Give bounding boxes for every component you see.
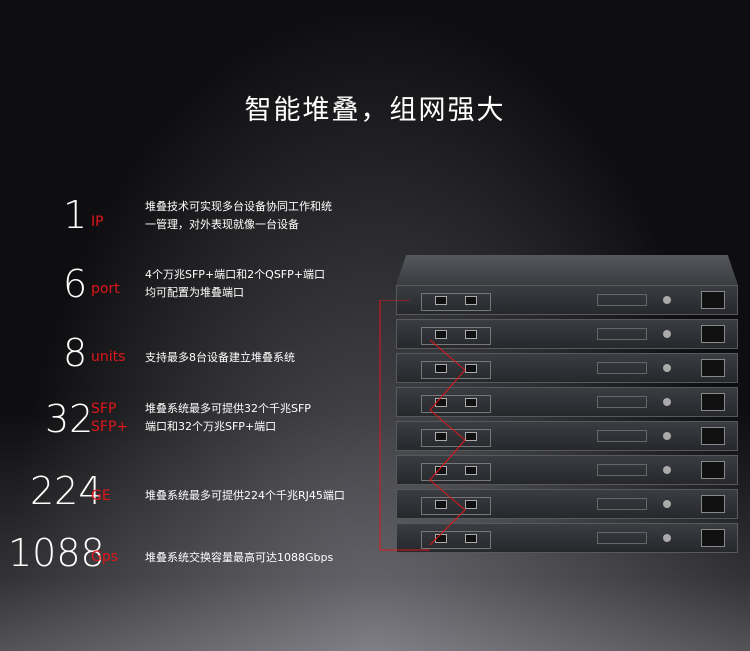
stat-number-ip: 1 [63,193,88,237]
stat-number-port: 6 [63,262,88,306]
switch-unit-1 [396,285,738,315]
stat-number-units: 8 [63,331,88,375]
page-title: 智能堆叠，组网强大 [244,95,506,126]
stat-unit-units: units [91,349,126,365]
switch-unit-3 [396,353,738,383]
switch-unit-6 [396,455,738,485]
switch-unit-4 [396,387,738,417]
switch-unit-8 [396,523,738,553]
switch-unit-5 [396,421,738,451]
stat-unit-gbps: Gps [91,549,119,565]
stat-desc-sfp: 堆叠系统最多可提供32个千兆SFP端口和32个万兆SFP+端口 [145,402,311,433]
switch-unit-7 [396,489,738,519]
stat-number-sfp: 32 [45,397,94,441]
switch-top-cover [396,255,738,285]
stat-unit-ge: GE [91,488,111,504]
stat-unit-ip: IP [91,214,104,230]
switch-stack-image [396,255,738,555]
stat-desc-units: 支持最多8台设备建立堆叠系统 [145,351,295,364]
switch-unit-2 [396,319,738,349]
stat-desc-port: 4个万兆SFP+端口和2个QSFP+端口均可配置为堆叠端口 [145,268,325,299]
stat-desc-ge: 堆叠系统最多可提供224个千兆RJ45端口 [145,489,345,502]
stat-number-gbps: 1088 [8,531,105,575]
stat-unit-port: port [91,281,120,297]
stack-cables [379,300,466,551]
stat-desc-ip: 堆叠技术可实现多台设备协同工作和统一管理，对外表现就像一台设备 [145,200,332,231]
stat-desc-gbps: 堆叠系统交换容量最高可达1088Gbps [145,551,334,564]
stat-number-ge: 224 [30,469,103,513]
